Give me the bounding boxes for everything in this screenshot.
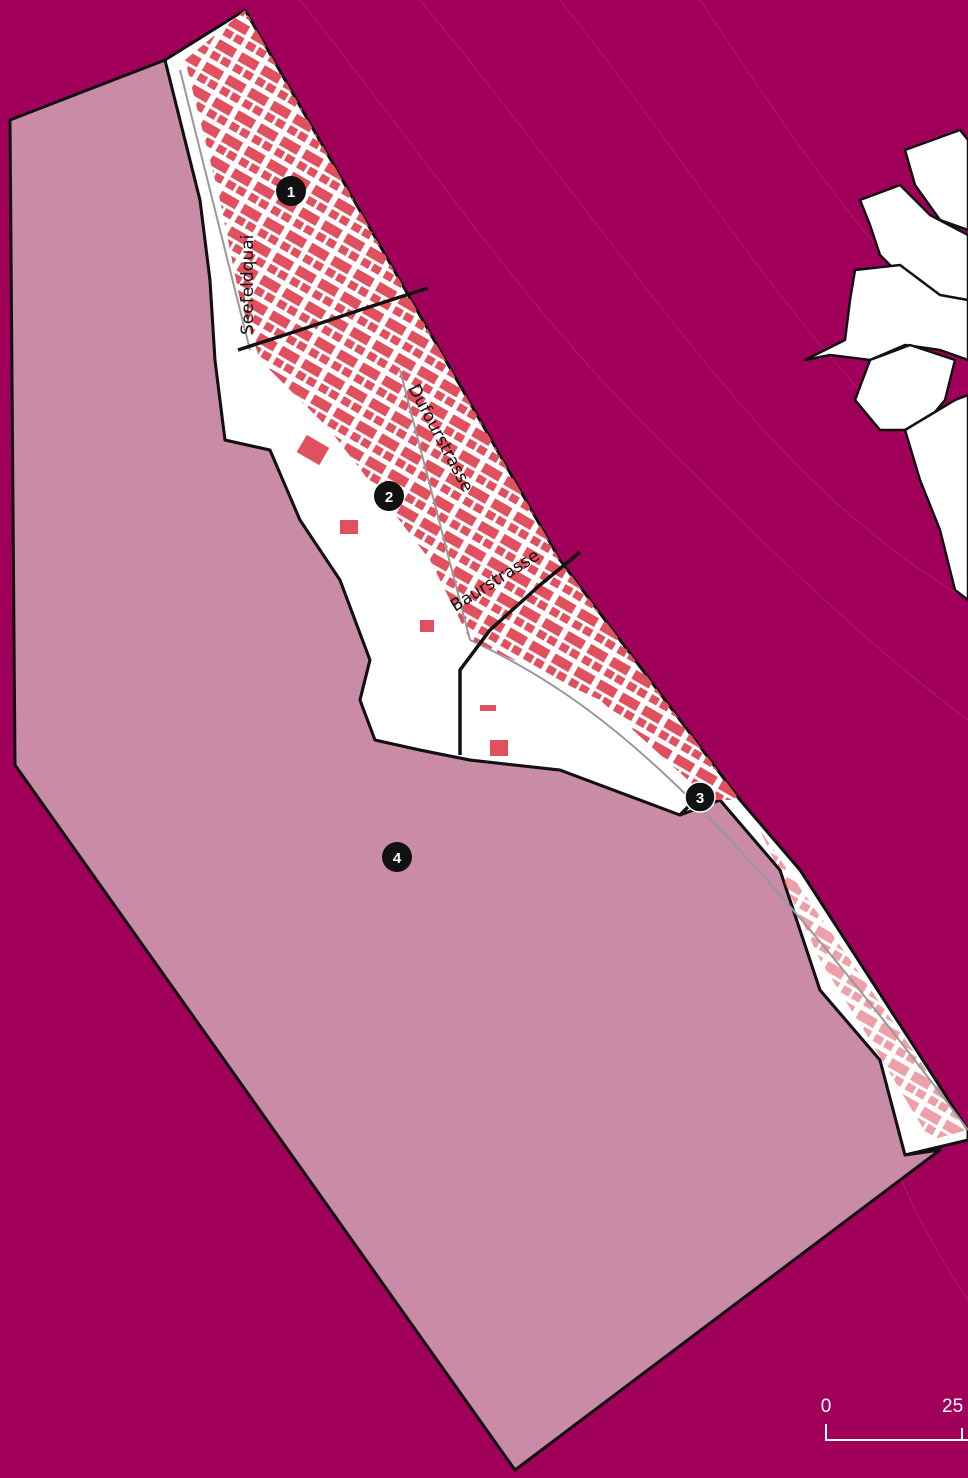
marker-2[interactable]: 2 [374,481,404,511]
marker-1-label: 1 [287,184,295,201]
marker-4-label: 4 [393,850,402,867]
street-lines [179,69,968,1131]
marker-3-label: 3 [696,790,704,807]
marker-4[interactable]: 4 [382,842,412,872]
scale-bar: 0 25 [821,1396,968,1441]
street-label-seefeldquai: Seefeldquai [238,235,258,335]
scale-bar-end-label: 25 [942,1396,963,1417]
marker-3[interactable]: 3 [684,781,716,813]
lake-district-4 [8,58,942,1472]
scale-bar-start-label: 0 [821,1396,832,1417]
overview-inset-map [803,128,968,602]
marker-1[interactable]: 1 [276,176,306,206]
marker-2-label: 2 [385,489,393,506]
